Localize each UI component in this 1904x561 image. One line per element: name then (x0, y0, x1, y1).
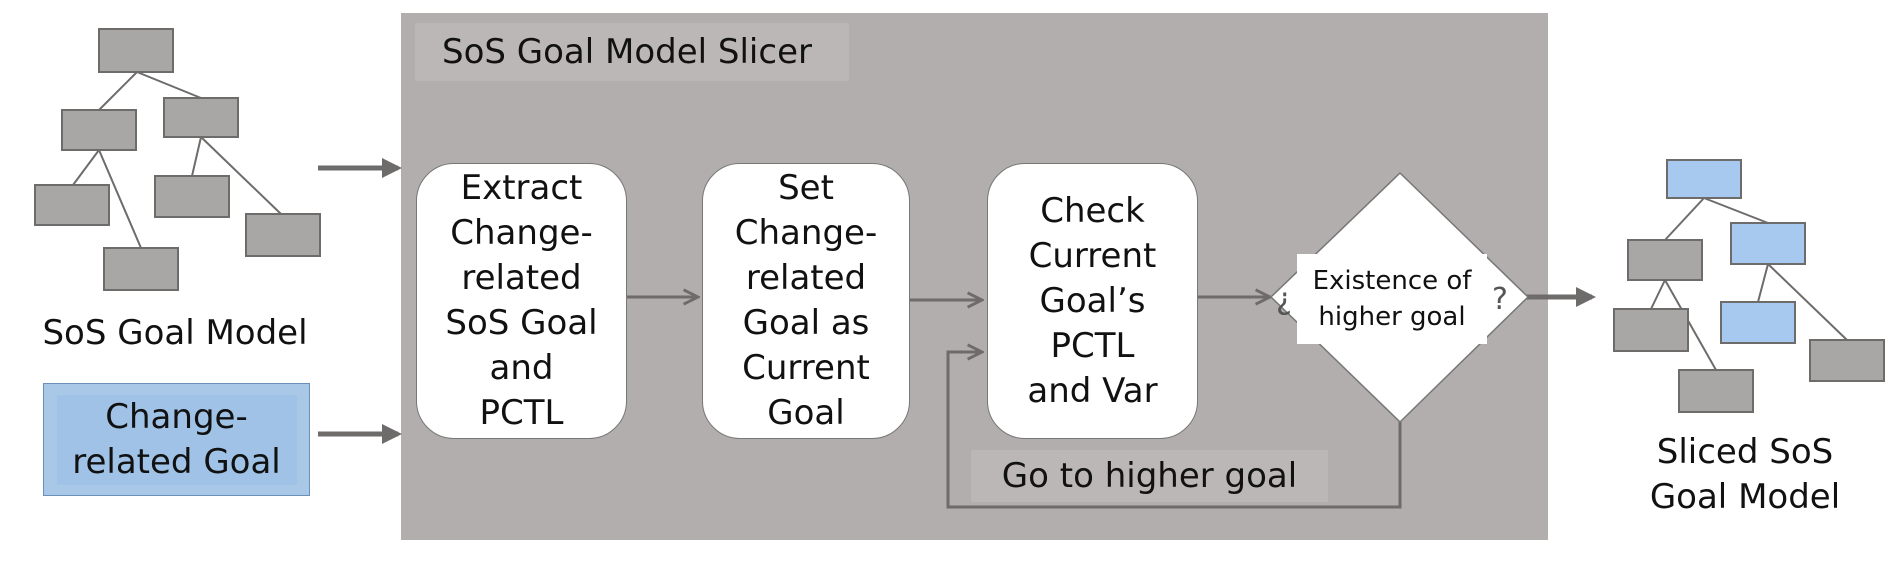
step-set-current-label: Set Change- related Goal as Current Goal (734, 168, 878, 433)
sliced-node-highlighted (1720, 301, 1796, 344)
step-extract: Extract Change- related SoS Goal and PCT… (416, 163, 627, 439)
tree-node (154, 175, 230, 218)
loop-label: Go to higher goal (971, 450, 1328, 502)
tree-node (98, 28, 174, 73)
change-goal-box: Change- related Goal (43, 383, 310, 496)
step-check: Check Current Goal’s PCTL and Var (987, 163, 1198, 439)
tree-node (1678, 369, 1754, 413)
goal-model-caption: SoS Goal Model (42, 313, 308, 353)
tree-node (34, 184, 110, 226)
tree-node (61, 109, 137, 151)
tree-node (1627, 239, 1703, 281)
tree-node (245, 213, 321, 257)
sliced-goal-model-tree (1613, 159, 1885, 413)
sliced-node-highlighted (1730, 222, 1806, 265)
sos-goal-model-tree (34, 28, 321, 291)
decision-label: Existence of higher goal (1297, 254, 1487, 344)
step-check-label: Check Current Goal’s PCTL and Var (1027, 190, 1158, 411)
step-set-current: Set Change- related Goal as Current Goal (702, 163, 910, 439)
slicer-title: SoS Goal Model Slicer (415, 23, 849, 81)
tree-node (163, 97, 239, 138)
decision-mark-right: ? (1492, 282, 1508, 317)
sliced-model-caption: Sliced SoS Goal Model (1649, 432, 1841, 517)
decision-mark-left: ¿ (1276, 282, 1292, 317)
change-goal-label: Change- related Goal (56, 394, 297, 485)
loop-back-line (946, 352, 1402, 509)
sliced-node-highlighted (1666, 159, 1742, 199)
tree-node (1809, 339, 1885, 382)
tree-node (103, 247, 179, 291)
tree-node (1613, 308, 1689, 352)
step-extract-label: Extract Change- related SoS Goal and PCT… (445, 168, 598, 433)
